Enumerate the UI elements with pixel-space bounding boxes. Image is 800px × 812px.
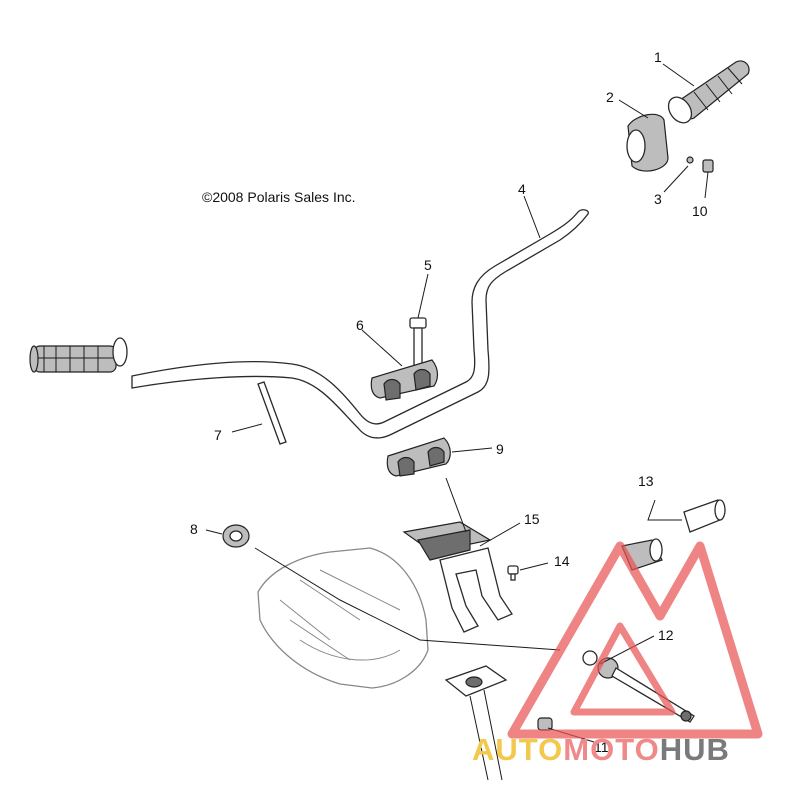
watermark-auto: AUTO: [472, 732, 563, 767]
screw-14: [507, 565, 519, 581]
watermark-text: AUTOMOTOHUB: [472, 732, 730, 767]
watermark-logo: [507, 541, 763, 739]
callout-2: 2: [606, 89, 614, 105]
callout-6: 6: [356, 317, 364, 333]
right-grip: [667, 60, 750, 124]
callout-3: 3: [654, 191, 662, 207]
callout-5: 5: [424, 257, 432, 273]
watermark-hub: HUB: [660, 732, 730, 767]
upper-clamp: [370, 359, 439, 401]
callout-7: 7: [214, 427, 222, 443]
callout-4: 4: [518, 181, 526, 197]
handlebar: [131, 209, 589, 439]
dash-pod: [257, 547, 429, 689]
callout-8: 8: [190, 521, 198, 537]
steering-bracket: [402, 521, 513, 633]
cable-tie: [257, 381, 287, 445]
throttle-housing: [626, 113, 669, 172]
callout-12: 12: [658, 627, 674, 643]
callout-14: 14: [554, 553, 570, 569]
leader-lines: [205, 63, 709, 743]
left-grip-body: [33, 345, 117, 373]
bolt-5: [409, 317, 427, 369]
grommet: [222, 524, 250, 548]
callout-10: 10: [692, 203, 708, 219]
left-grip: [29, 337, 128, 373]
callout-1: 1: [654, 49, 662, 65]
watermark-moto: MOTO: [563, 732, 659, 767]
screw-3: [686, 156, 694, 164]
component-13: [621, 499, 726, 571]
callout-13: 13: [638, 473, 654, 489]
nut-10: [702, 159, 714, 173]
steering-shaft: [444, 477, 508, 781]
lower-clamp: [386, 437, 451, 477]
left-grip-end: [112, 337, 128, 367]
callout-11: 11: [594, 739, 609, 755]
copyright-text: ©2008 Polaris Sales Inc.: [202, 189, 356, 205]
callout-15: 15: [524, 511, 540, 527]
callout-9: 9: [496, 441, 504, 457]
